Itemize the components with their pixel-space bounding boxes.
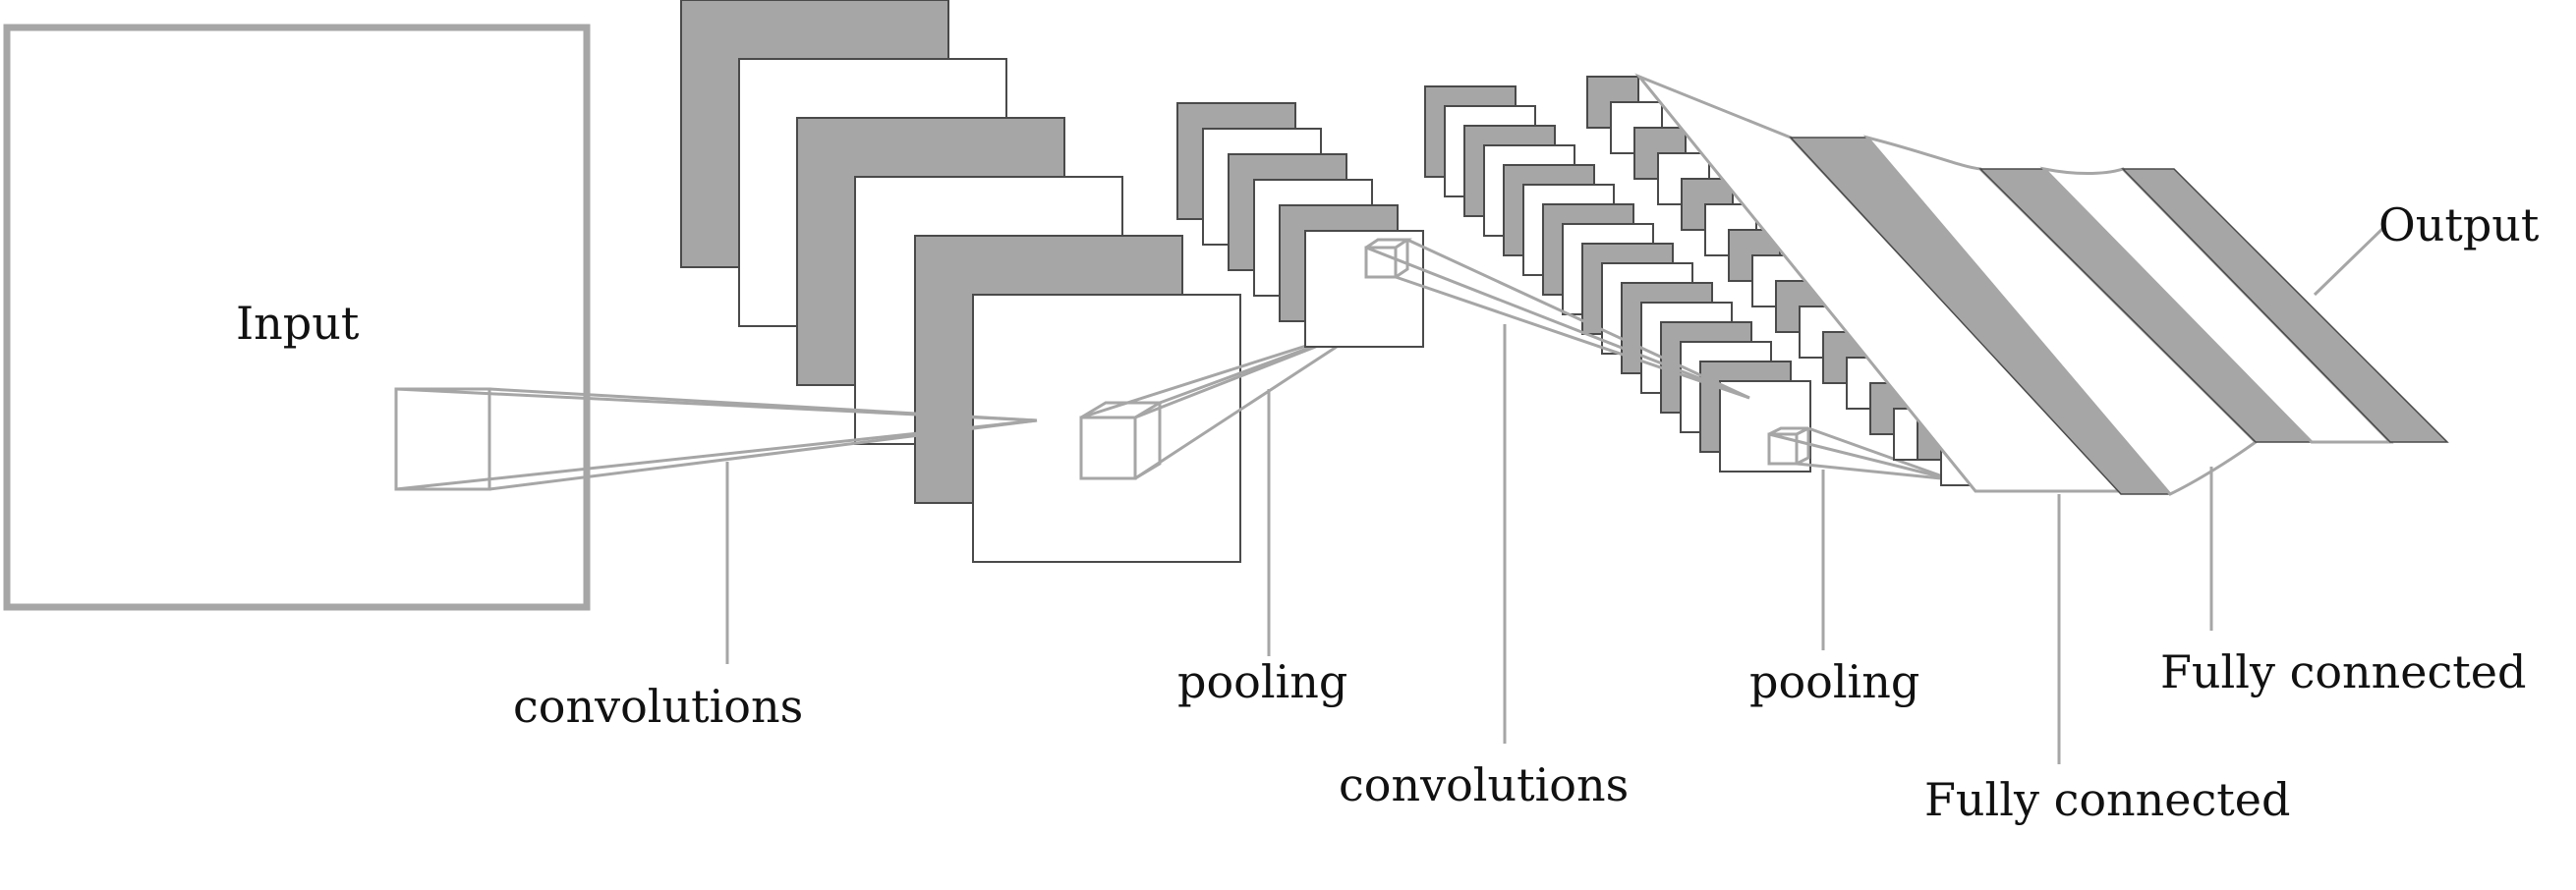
output-leader (2313, 226, 2385, 297)
conv2-feature-maps (1424, 85, 1811, 473)
convolutions-label-1: convolutions (513, 680, 803, 733)
conv2-window-side (1395, 240, 1409, 279)
leader-lines (725, 226, 2385, 764)
input-image (3, 24, 591, 611)
conv2-window (1364, 238, 1412, 279)
conv2-proj-line (1406, 238, 1750, 400)
pool2-window-side (1796, 428, 1810, 466)
pooling-label-1: pooling (1177, 655, 1347, 708)
pool2-proj-line (1768, 432, 1952, 481)
fully-connected-layers (1634, 73, 2449, 496)
proj-line (395, 418, 1038, 491)
labels: convolutions pooling convolutions poolin… (513, 198, 2540, 826)
conv2-proj-line (1395, 275, 1750, 400)
pool2-proj-line (1807, 426, 1952, 481)
conv2-window-front (1364, 246, 1398, 279)
pool2-window (1767, 426, 1952, 481)
pool2-window-top (1768, 426, 1809, 436)
proj-line (488, 387, 1038, 422)
conv2-projection (1365, 238, 1750, 400)
output-band (2121, 168, 2449, 443)
fully-connected-label-2: Fully connected (2160, 645, 2526, 698)
pool2-proj-line (1796, 462, 1952, 481)
pool1-map-6 (1304, 230, 1424, 348)
pool1-window-top (1080, 401, 1166, 419)
conv1-projection (395, 387, 1038, 491)
conv1-map-6 (972, 294, 1241, 563)
convolutions-label-2: convolutions (1339, 758, 1629, 811)
conv2-proj-line (1365, 246, 1750, 400)
input-layer: Input (3, 24, 591, 611)
pooling-label-2: pooling (1749, 655, 1919, 708)
pool1-proj-line (1134, 324, 1369, 480)
input-receptive-field (394, 387, 491, 491)
pool2-window-front (1767, 432, 1799, 466)
output-label: Output (2378, 198, 2540, 251)
conv1-feature-maps (680, 0, 1241, 563)
proj-line (488, 418, 1038, 491)
conv2-window-top (1365, 238, 1412, 250)
input-label: Input (236, 297, 360, 350)
pool1-feature-maps (1176, 102, 1424, 348)
pool1-window-front (1079, 416, 1137, 480)
fully-connected-label-1: Fully connected (1924, 773, 2290, 826)
